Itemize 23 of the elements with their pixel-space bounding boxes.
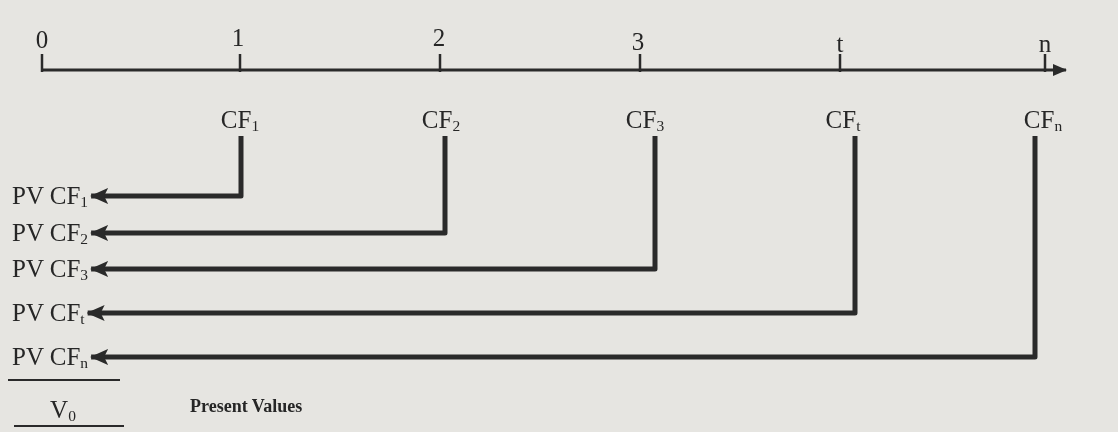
cash-flow-label: CF$_{t}$ [825, 105, 861, 135]
total-label: V$_{0}$ [50, 395, 76, 425]
present-value-label: PV CF$_{2}$ [12, 218, 89, 248]
cash-flow-label: CF$_{3}$ [625, 105, 665, 135]
present-value-label: PV CF$_{1}$ [12, 181, 89, 211]
cash-flow-label: CF$_{n}$ [1023, 105, 1063, 135]
cash-flow-label: CF$_{2}$ [421, 105, 461, 135]
arrow [90, 136, 658, 277]
arrow [90, 136, 244, 204]
caption-text: Present Values [190, 397, 303, 417]
arrow [90, 136, 1038, 365]
present-value-label: PV CF$_{t}$ [12, 298, 85, 328]
tick-label: n [1038, 30, 1052, 58]
arrow [90, 136, 448, 241]
tick-label: 2 [432, 24, 446, 52]
present-value-label: PV CF$_{3}$ [12, 254, 89, 284]
tick-label: t [836, 30, 844, 58]
tick-label: 1 [231, 24, 245, 52]
tick-label: 0 [35, 26, 49, 54]
arrow [86, 136, 858, 321]
tick-label: 3 [631, 28, 645, 56]
present-value-label: PV CF$_{n}$ [12, 342, 89, 372]
cash-flow-label: CF$_{1}$ [220, 105, 260, 135]
